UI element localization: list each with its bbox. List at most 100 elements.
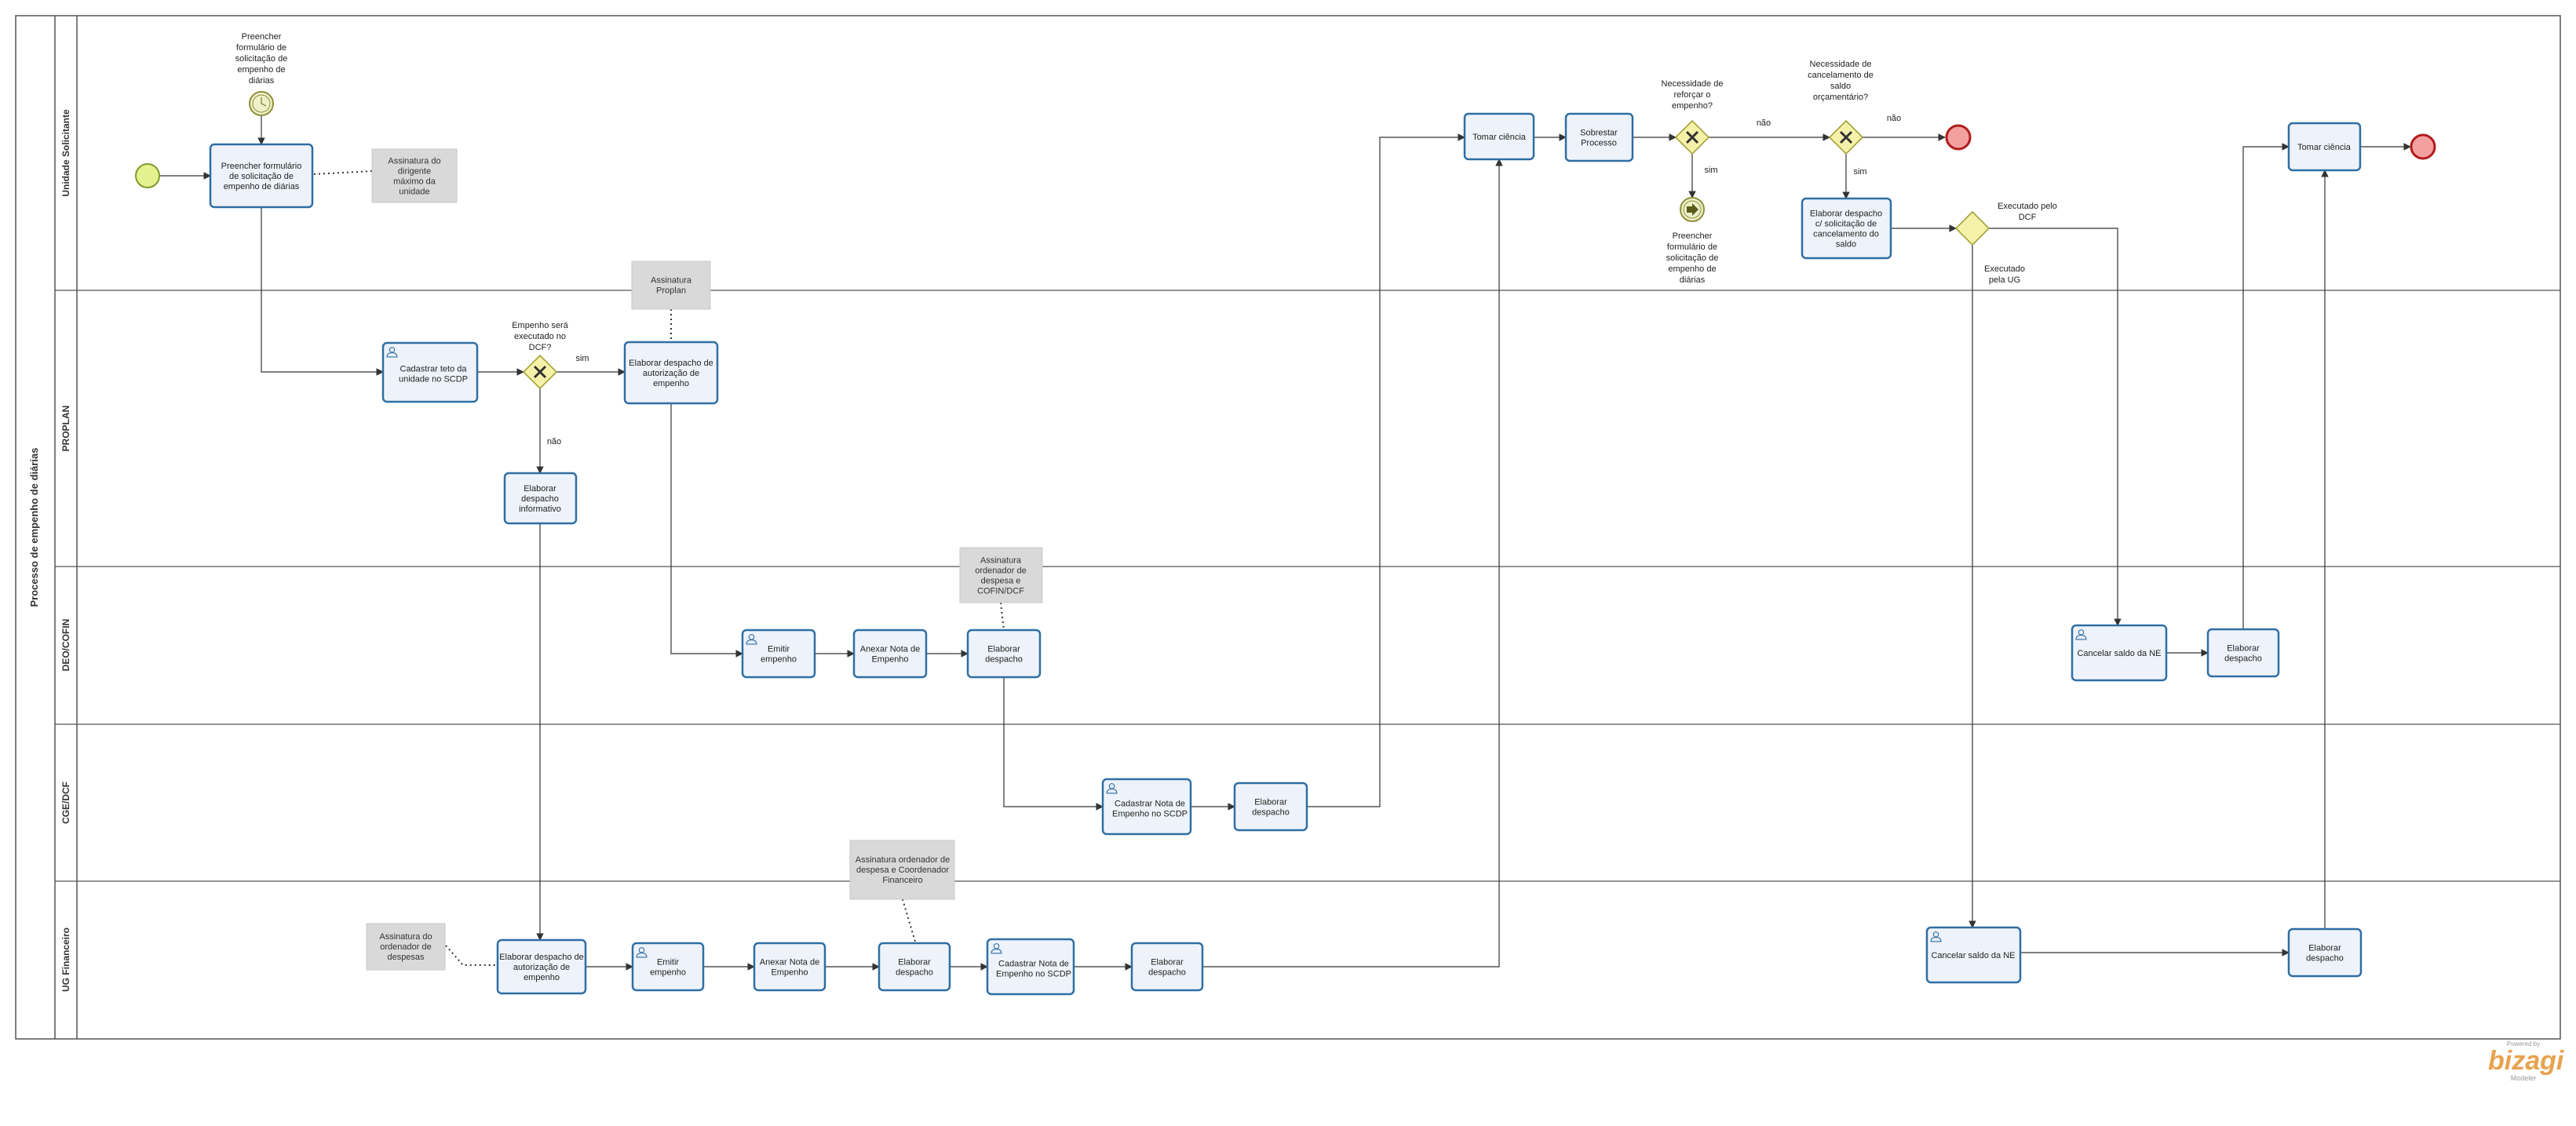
task-elaborar-despacho-ug-2[interactable]	[1130, 942, 1204, 992]
flow-elabaut-emitir	[670, 403, 743, 658]
flow-label-sim2: sim	[1704, 166, 1717, 175]
task-boxes	[209, 112, 2363, 996]
events: Preencher formulário de solicitação de e…	[135, 32, 2436, 285]
task-label-t_tomar2: Tomar ciência	[2297, 143, 2352, 152]
annotation-ordenador-coordenador	[849, 840, 955, 900]
annotation-ordenador-despesas	[366, 923, 446, 971]
task-tomar-ciencia-2[interactable]	[2287, 122, 2362, 172]
lane-label-ug-financeiro: UG Financeiro	[60, 927, 71, 992]
task-label-t_tomar1: Tomar ciência	[1472, 133, 1527, 142]
flow-label-sim1: sim	[575, 354, 589, 363]
link-intermediate-event	[1680, 197, 1705, 222]
powered-by-text: Powered by	[2506, 1040, 2541, 1048]
task-elaborar-autorizacao-ug[interactable]	[496, 938, 587, 995]
task-preencher-formulario[interactable]	[209, 143, 314, 209]
task-emitir-empenho-ug[interactable]	[631, 942, 705, 992]
task-tomar-ciencia-1[interactable]	[1463, 112, 1535, 161]
associations	[313, 170, 1005, 966]
lane-label-deo-cofin: DEO/COFIN	[60, 619, 71, 672]
annotation-boxes	[366, 148, 1043, 971]
task-sobrestar-processo[interactable]	[1564, 112, 1634, 162]
task-cancelar-saldo-ug[interactable]	[1925, 926, 2022, 984]
flow-gwexec-canceldeo	[1989, 228, 2122, 626]
task-elaborar-cancelamento[interactable]	[1801, 197, 1892, 260]
timer-event-label-3: solicitação de	[235, 54, 288, 64]
flow-label-sim3: sim	[1853, 167, 1866, 177]
task-elaborar-despacho-cge[interactable]	[1233, 782, 1308, 832]
flow-preencher-cadteto	[261, 207, 384, 376]
task-elaborar-informativo[interactable]	[503, 472, 578, 525]
gateway-execucao	[1954, 210, 1990, 246]
flow-elabug2-tomar	[1202, 159, 1503, 967]
lane-label-proplan: PROPLAN	[60, 406, 71, 452]
task-elaborar-despacho-deo[interactable]	[966, 629, 1042, 679]
task-elaborar-despacho-ug-3[interactable]	[2287, 927, 2363, 978]
task-elaborar-despacho-deo-2[interactable]	[2206, 628, 2280, 678]
timer-event-label-4: empenho de	[237, 65, 285, 75]
task-emitir-empenho-deo[interactable]	[741, 629, 816, 679]
link-event-label-5: diárias	[1680, 275, 1706, 285]
flow-elabdeo2-tomar2	[2242, 143, 2290, 629]
task-cadastrar-teto[interactable]	[381, 341, 479, 403]
timer-start-event	[249, 91, 274, 116]
flow-label-nao2: não	[1757, 118, 1771, 128]
gateway-dcf	[522, 354, 558, 390]
gateway-cancelamento	[1828, 119, 1864, 155]
gateway-reforcar	[1674, 119, 1710, 155]
task-anexar-nota-ug[interactable]	[753, 942, 826, 992]
link-event-label-1: Preencher	[1673, 231, 1713, 241]
flow-elabcge-tomar	[1307, 133, 1465, 807]
flow-label-nao1: não	[547, 437, 561, 446]
task-cancelar-saldo-deo[interactable]	[2071, 624, 2168, 682]
assoc-dirigente	[313, 170, 373, 175]
gateways	[522, 119, 1990, 390]
lane-label-cge-dcf: CGE/DCF	[60, 782, 71, 824]
task-cadastrar-nota-cge[interactable]	[1101, 778, 1192, 836]
bizagi-logo: bizagi	[2488, 1046, 2564, 1076]
annotation-dirigente	[371, 148, 458, 203]
link-event-label-4: empenho de	[1668, 264, 1716, 274]
task-elaborar-despacho-ug-1[interactable]	[878, 942, 951, 992]
link-event-label-2: formulário de	[1667, 242, 1717, 252]
lane-label-unidade-solicitante: Unidade Solicitante	[60, 109, 71, 197]
flow-label-nao3: não	[1887, 114, 1901, 123]
annotation-proplan	[631, 261, 711, 310]
task-elaborar-autorizacao-proplan[interactable]	[623, 341, 719, 405]
start-event	[135, 163, 160, 188]
task-cadastrar-nota-ug[interactable]	[986, 938, 1075, 996]
sequence-flows	[160, 115, 2411, 971]
end-event-1	[1945, 124, 1972, 151]
task-anexar-nota-deo[interactable]	[852, 629, 928, 679]
edition-text: Modeler	[2510, 1074, 2537, 1082]
timer-event-label-1: Preencher	[242, 32, 282, 42]
task-label-t_cancelar_deo: Cancelar saldo da NE	[2077, 649, 2161, 658]
